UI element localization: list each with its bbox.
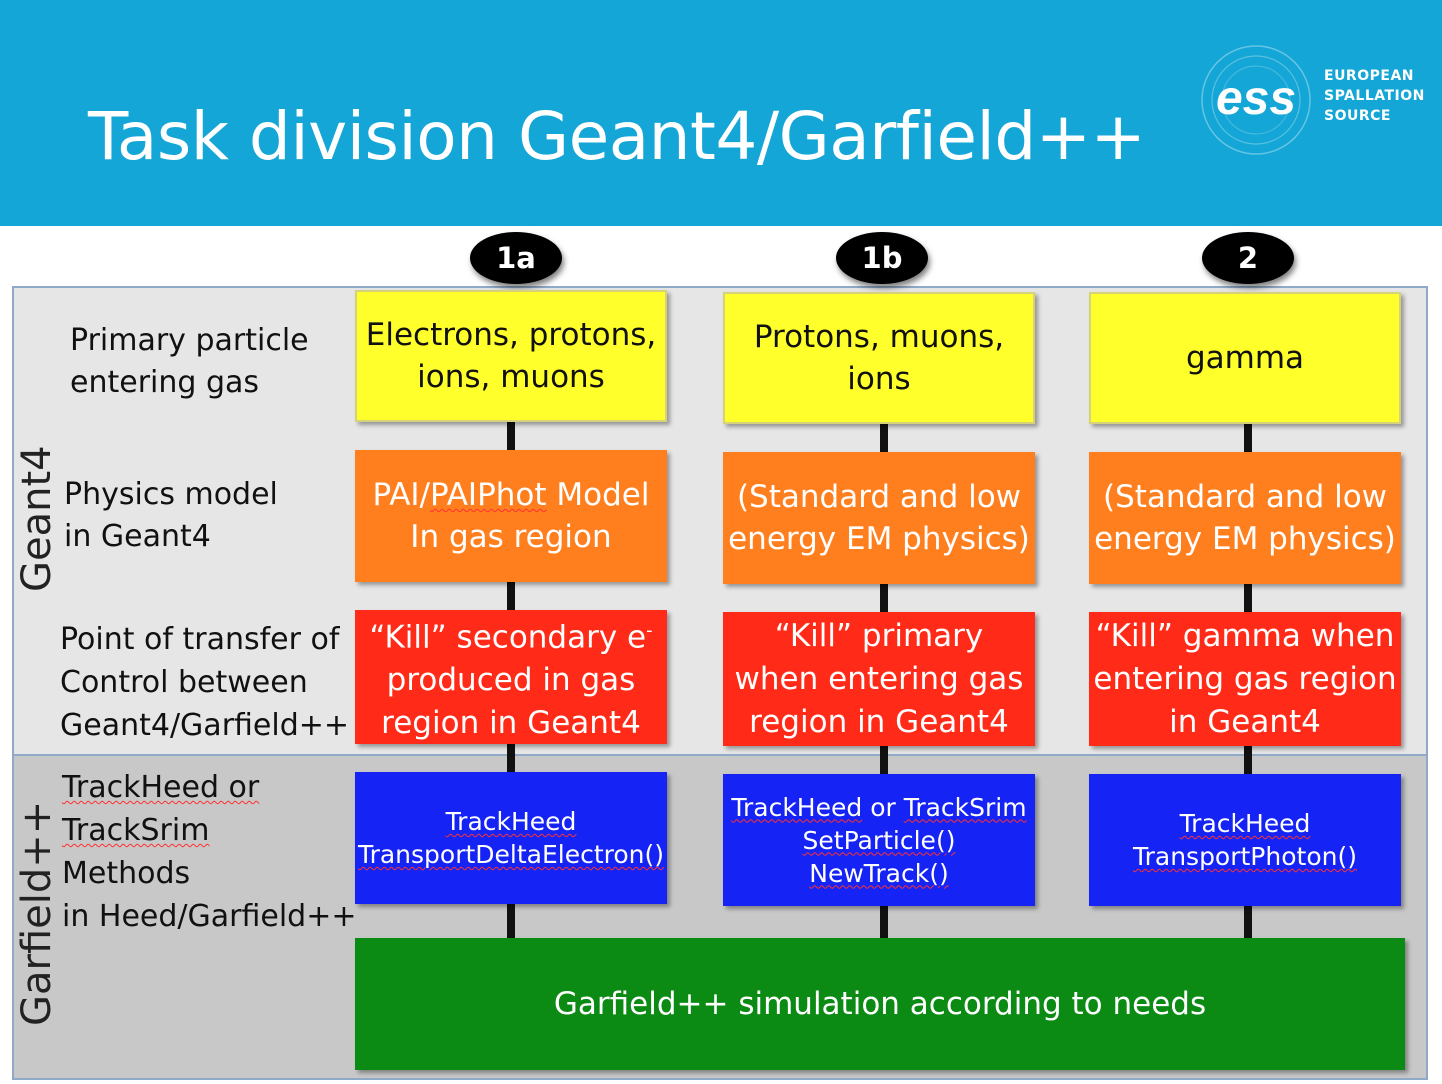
box-line: PAI/PAIPhot Model (372, 477, 650, 513)
box-line: energy EM physics) (728, 521, 1030, 557)
box-line: when entering gas (734, 660, 1024, 697)
physics-box-2: (Standard and low energy EM physics) (1089, 452, 1401, 584)
box-line: In gas region (410, 519, 612, 555)
primary-box-1b: Protons, muons, ions (723, 292, 1035, 424)
methods-box-2: TrackHeed TransportPhoton() (1089, 774, 1401, 906)
garfield-side-label: Garfield++ (14, 800, 60, 1026)
box-line: entering gas region (1093, 660, 1397, 697)
box-line: TrackHeed (445, 807, 577, 836)
box-line: Protons, muons, (753, 319, 1005, 355)
trackheed-word: TrackHeed (731, 792, 863, 822)
transfer-box-1b: “Kill” primary when entering gas region … (723, 612, 1035, 746)
box-line: region in Geant4 (381, 705, 641, 742)
ess-logo: ess (1201, 45, 1311, 155)
box-line: TrackHeed or TrackSrim (731, 792, 1027, 822)
box-line: gamma (1185, 340, 1305, 376)
row-label-line: Physics model (64, 477, 278, 512)
row-label-line: in Geant4 (64, 519, 211, 554)
box-line: in Geant4 (1169, 703, 1321, 740)
logo-line: SPALLATION (1324, 88, 1425, 104)
badge-2: 2 (1202, 232, 1294, 284)
box-line: ions, muons (417, 359, 605, 395)
paiphot-word: PAIPhot (430, 477, 547, 513)
box-line: produced in gas (386, 662, 636, 699)
box-line: “Kill” primary (774, 617, 984, 654)
primary-box-1a: Electrons, protons, ions, muons (355, 290, 667, 422)
row-label-line: in Heed/Garfield++ (62, 899, 357, 934)
transfer-box-1a: “Kill” secondary e- produced in gas regi… (355, 610, 667, 744)
row-label-line: entering gas (70, 365, 260, 400)
badge-1b: 1b (836, 232, 928, 284)
box-line: region in Geant4 (749, 703, 1009, 740)
physics-box-1a: PAI/PAIPhot Model In gas region (355, 450, 667, 582)
primary-box-2: gamma (1089, 292, 1401, 424)
box-line: ions (847, 361, 911, 397)
ess-logo-text: EUROPEAN SPALLATION SOURCE (1324, 66, 1425, 126)
kill-text: “Kill” secondary e (369, 619, 647, 656)
box-line: TransportDeltaElectron() (357, 840, 665, 869)
badge-1a: 1a (470, 232, 562, 284)
box-line: energy EM physics) (1094, 521, 1396, 557)
methods-box-1b: TrackHeed or TrackSrim SetParticle() New… (723, 774, 1035, 906)
tracksrim-word: TrackSrim (903, 792, 1027, 822)
box-line: “Kill” gamma when (1095, 617, 1395, 654)
row-label-line: Geant4/Garfield++ (60, 708, 350, 743)
box-line: NewTrack() (809, 858, 949, 888)
garfield-simulation-box: Garfield++ simulation according to needs (355, 938, 1405, 1070)
row-label-line: Primary particle (70, 323, 309, 358)
box-line: (Standard and low (736, 479, 1022, 515)
row-label-primary: Primary particle entering gas (70, 320, 309, 404)
logo-line: SOURCE (1324, 108, 1391, 124)
row-label-physics: Physics model in Geant4 (64, 474, 278, 558)
transfer-box-2: “Kill” gamma when entering gas region in… (1089, 612, 1401, 746)
title-banner (0, 0, 1442, 226)
box-line: (Standard and low (1102, 479, 1388, 515)
box-line: TrackHeed (1179, 809, 1311, 838)
ess-logo-mark: ess (1216, 72, 1296, 125)
slide-title: Task division Geant4/Garfield++ (88, 98, 1146, 175)
row-label-line: TrackHeed or (62, 770, 260, 805)
logo-line: EUROPEAN (1324, 68, 1414, 84)
methods-box-1a: TrackHeed TransportDeltaElectron() (355, 772, 667, 904)
geant4-side-label: Geant4 (14, 445, 60, 592)
row-label-line: Point of transfer of (60, 622, 340, 657)
row-label-transfer: Point of transfer of Control between Gea… (60, 618, 349, 747)
box-line: TransportPhoton() (1133, 842, 1357, 871)
superscript: - (646, 619, 653, 641)
box-line: Electrons, protons, (365, 317, 657, 353)
row-label-line: TrackSrim (62, 813, 210, 848)
row-label-line: Methods (62, 856, 191, 891)
row-label-line: Control between (60, 665, 308, 700)
box-line: SetParticle() (802, 825, 956, 855)
physics-box-1b: (Standard and low energy EM physics) (723, 452, 1035, 584)
box-line: “Kill” secondary e- (369, 609, 652, 659)
row-label-methods: TrackHeed or TrackSrim Methods in Heed/G… (62, 766, 356, 938)
